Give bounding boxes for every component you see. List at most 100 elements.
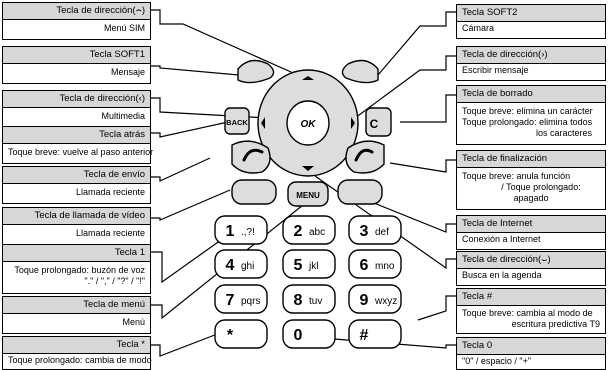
key-digit: 8 (294, 292, 303, 309)
callout-text: Multimedia (101, 111, 145, 121)
callout-text: escritura predictiva T9 (511, 319, 600, 329)
internet-key (337, 179, 383, 205)
callout-hash-key: Tecla # Toque breve: cambia al modo de e… (456, 288, 606, 334)
keypad-body (224, 59, 392, 207)
callout-soft1-key: Tecla SOFT1 Mensaje (2, 46, 151, 84)
key-digit: 1 (226, 223, 235, 240)
video-call-key (231, 179, 277, 205)
key-letters: tuv (309, 296, 322, 307)
key-digit: 7 (226, 292, 235, 309)
callout-title: Tecla de dirección(⌢) (3, 3, 150, 20)
callout-title: Tecla de borrado (457, 86, 605, 103)
ok-key (286, 100, 330, 146)
number-key-8[interactable]: 8 tuv (282, 284, 336, 314)
key-letters: def (375, 227, 389, 238)
callout-text: Llamada reciente (75, 228, 145, 238)
callout-title: Tecla de llamada de vídeo (3, 208, 150, 225)
number-key-3[interactable]: 3 def (348, 215, 402, 245)
callout-send-key: Tecla de envío Llamada reciente (2, 166, 151, 204)
back-key (224, 107, 250, 135)
number-key-1[interactable]: 1.,?! (214, 215, 268, 245)
soft2-key (341, 59, 379, 84)
menu-key (287, 181, 329, 207)
key-letters: ghi (241, 261, 254, 272)
callout-soft2-key: Tecla SOFT2 Cámara (456, 4, 606, 39)
number-key-5[interactable]: 5 jkl (282, 249, 336, 279)
key-digit: 5 (294, 257, 303, 274)
callout-title: Tecla de finalización (457, 151, 605, 168)
callout-title: Tecla * (3, 337, 150, 354)
callout-title: Tecla de menú (3, 297, 150, 314)
number-key-star[interactable]: * (214, 319, 268, 349)
callout-text: Menú SIM (103, 23, 145, 33)
key-digit: 3 (360, 223, 369, 240)
phone-icons (242, 148, 374, 162)
key-outline (282, 249, 336, 279)
key-outline (214, 319, 268, 349)
number-key-hash[interactable]: # (348, 319, 402, 349)
key-outline (348, 215, 402, 245)
callout-text: Busca en la agenda (462, 270, 542, 280)
callout-text: Toque prolongado: elimina todos (462, 117, 593, 127)
callout-text: "0" / espacio / "+" (462, 356, 532, 366)
callout-title: Tecla de Internet (457, 216, 605, 233)
clear-key (365, 107, 392, 137)
nav-left-arrow (261, 117, 265, 129)
callout-text: "." / "," / "?" / "!" (84, 276, 145, 286)
menu-key-label[interactable]: MENU (296, 191, 320, 200)
key-outline (348, 249, 402, 279)
number-key-0[interactable]: 0 (282, 319, 336, 349)
nav-right-arrow (351, 117, 355, 129)
callout-title: Tecla # (457, 289, 605, 306)
callout-title: Tecla de envío (3, 167, 150, 184)
key-outline (214, 215, 268, 245)
callout-title: Tecla SOFT2 (457, 5, 605, 22)
key-outline (214, 284, 268, 314)
clear-key-label[interactable]: C (370, 117, 379, 131)
key-letters: abc (309, 227, 325, 238)
number-key-4[interactable]: 4 ghi (214, 249, 268, 279)
callout-up-direction-key: Tecla de dirección(⌢) Menú SIM (2, 2, 151, 40)
number-key-7[interactable]: 7 pqrs (214, 284, 268, 314)
callout-text: Toque breve: anula función (462, 171, 571, 181)
key-digit: 6 (360, 257, 369, 274)
key-digit: * (227, 327, 234, 344)
ok-key-label[interactable]: OK (301, 119, 317, 130)
key-digit: 9 (360, 292, 369, 309)
key-outline (282, 284, 336, 314)
callout-text: Cámara (462, 23, 495, 33)
nav-arrows (261, 76, 355, 171)
key-outline (348, 284, 402, 314)
key-digit: 4 (226, 257, 235, 274)
callout-text: Escribir mensaje (462, 65, 529, 75)
callout-text: apagado (513, 193, 549, 203)
callout-title: Tecla 1 (3, 245, 150, 262)
callout-text: / Toque prolongado: (501, 182, 581, 192)
callout-down-direction-key: Tecla de dirección(⌣) Busca en la agenda (456, 251, 606, 286)
key-letters: jkl (308, 261, 318, 272)
callout-text: Toque breve: cambia al modo de (462, 308, 593, 318)
nav-up-arrow (302, 76, 314, 80)
callout-back-key: Tecla atrás Toque breve: vuelve al paso … (2, 126, 153, 164)
callout-text: Toque prolongado: cambia de modo (8, 355, 152, 365)
callout-text: Llamada reciente (75, 187, 145, 197)
callout-clear-key: Tecla de borrado Toque breve: elimina un… (456, 85, 606, 145)
callout-text: Mensaje (110, 67, 145, 77)
key-outline (214, 249, 268, 279)
callout-title: Tecla de dirección(‹) (3, 91, 150, 108)
callout-video-call-key: Tecla de llamada de vídeo Llamada recien… (2, 207, 151, 245)
key-outline (348, 319, 402, 349)
callout-left-direction-key: Tecla de dirección(‹) Multimedia (2, 90, 151, 128)
callout-internet-key: Tecla de Internet Conexión a Internet (456, 215, 606, 250)
key-digit: 0 (294, 327, 303, 344)
back-key-label[interactable]: BACK (226, 118, 248, 127)
callout-key-1: Tecla 1 Toque prolongado: buzón de voz "… (2, 244, 151, 294)
callout-text: Toque breve: elimina un carácter (462, 106, 593, 116)
key-letters: pqrs (241, 296, 260, 307)
